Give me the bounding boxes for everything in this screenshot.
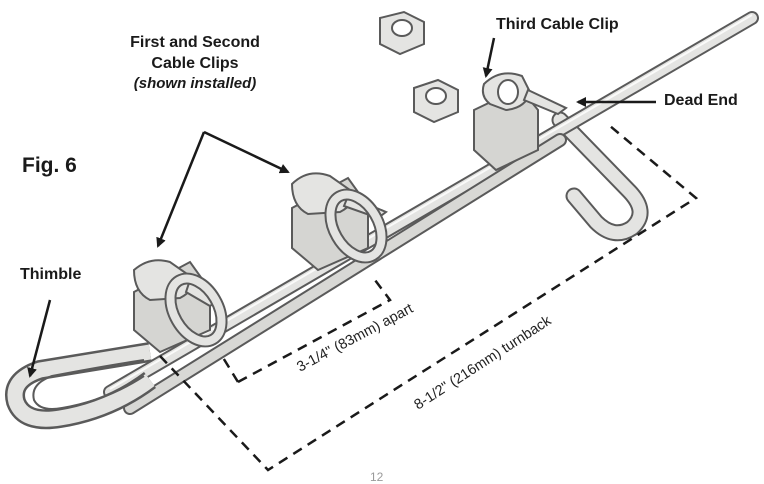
dead-end-label: Dead End (664, 92, 738, 109)
cable-clip-1 (132, 259, 228, 354)
dead-end-hook (551, 111, 649, 242)
spacing-label: 3-1/4" (83mm) apart (294, 301, 416, 376)
cable-clip-2 (290, 172, 388, 272)
arrow-third-clip (482, 37, 496, 78)
arrow-first-clip (156, 131, 206, 248)
first-second-line1: First and Second (130, 34, 260, 51)
thimble-label: Thimble (20, 266, 82, 283)
leader-arrows (27, 37, 656, 378)
turnback-cable (123, 133, 567, 415)
figure-label: Fig. 6 (22, 154, 77, 177)
cable-clip-3 (473, 72, 568, 172)
hex-nut-1 (379, 10, 425, 56)
first-second-line2: Cable Clips (151, 55, 239, 72)
page-number: 12 (370, 470, 384, 484)
thimble (5, 342, 156, 430)
arrow-second-clip (203, 130, 290, 174)
arrow-thimble (27, 299, 52, 378)
third-clip-label: Third Cable Clip (496, 16, 619, 33)
hex-nut-2 (413, 78, 459, 124)
first-second-note: (shown installed) (133, 75, 257, 92)
first-second-clips-label: First and Second Cable Clips (shown inst… (100, 34, 290, 92)
turnback-label: 8-1/2" (216mm) turnback (411, 312, 554, 413)
